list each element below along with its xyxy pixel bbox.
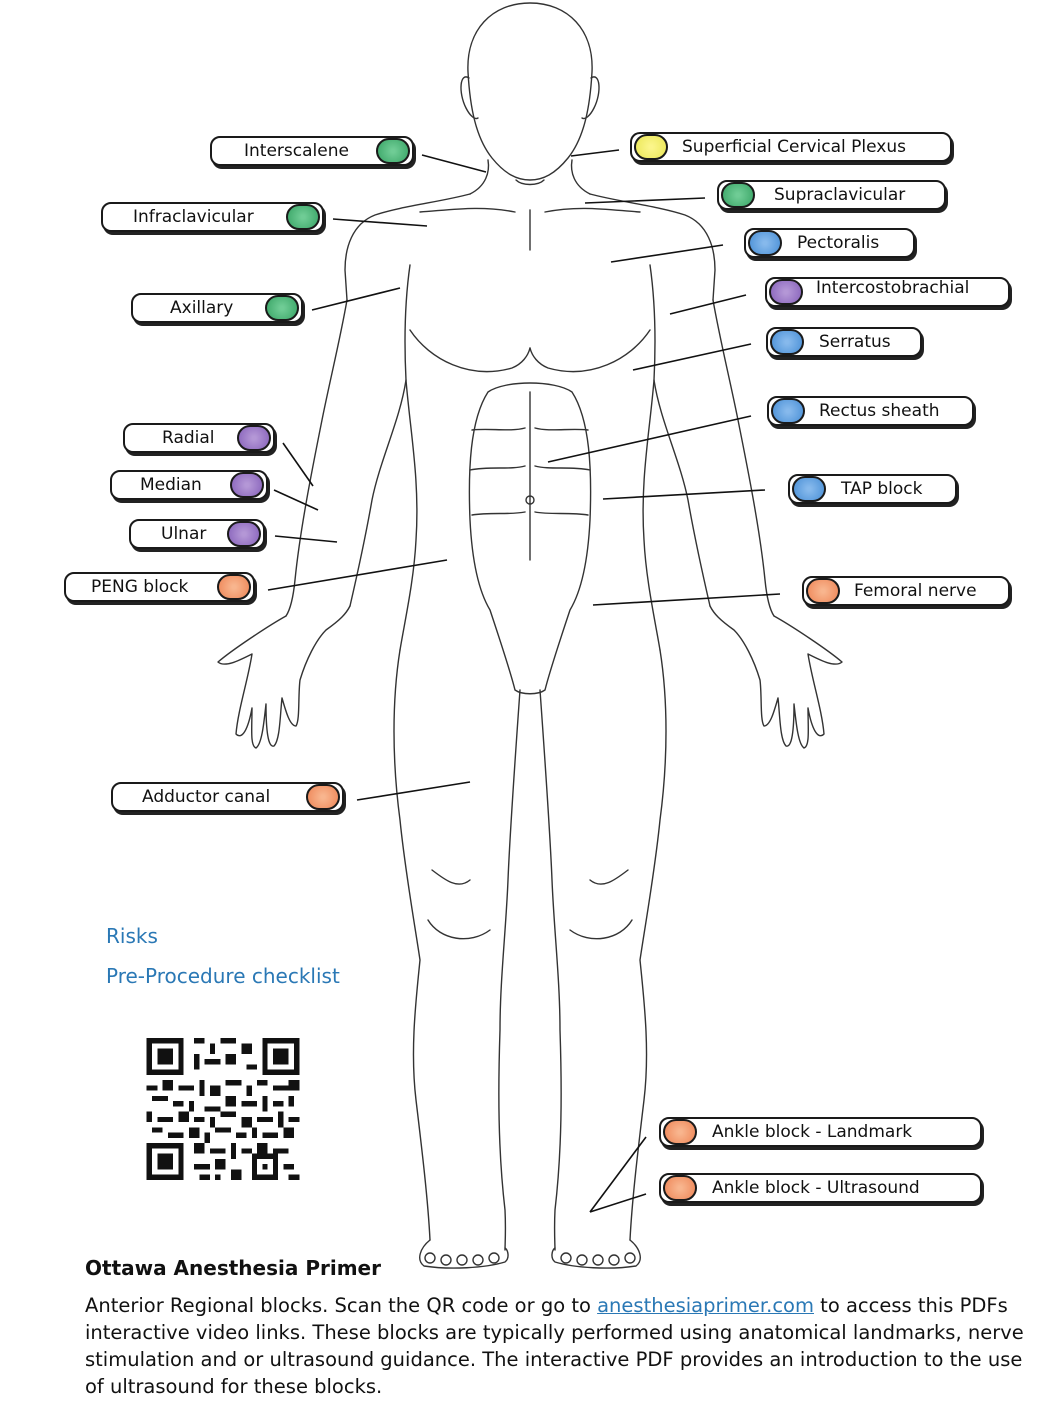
- yellow-marker-icon: [634, 134, 668, 160]
- green-marker-icon: [286, 204, 320, 230]
- label-ulnar[interactable]: Ulnar: [129, 519, 265, 549]
- blue-marker-icon: [770, 329, 804, 355]
- label-text: TAP block: [841, 479, 923, 499]
- label-ankle-block-ultrasound[interactable]: Ankle block - Ultrasound: [659, 1173, 982, 1203]
- label-text: Radial: [162, 428, 215, 448]
- label-text: Serratus: [819, 332, 891, 352]
- label-peng-block[interactable]: PENG block: [64, 572, 255, 602]
- label-ankle-block-landmark[interactable]: Ankle block - Landmark: [659, 1117, 982, 1147]
- label-femoral-nerve[interactable]: Femoral nerve: [802, 576, 1010, 606]
- green-marker-icon: [721, 182, 755, 208]
- label-intercostobrachial[interactable]: Intercostobrachial: [765, 277, 1010, 307]
- label-text: Ankle block - Landmark: [712, 1122, 913, 1142]
- label-text: Adductor canal: [142, 787, 271, 807]
- orange-marker-icon: [306, 784, 340, 810]
- label-median[interactable]: Median: [110, 470, 268, 500]
- orange-marker-icon: [663, 1119, 697, 1145]
- orange-marker-icon: [217, 574, 251, 600]
- risks-link[interactable]: Risks: [106, 924, 158, 948]
- label-text: Femoral nerve: [854, 581, 977, 601]
- pre-procedure-checklist-link[interactable]: Pre-Procedure checklist: [106, 964, 340, 988]
- green-marker-icon: [265, 295, 299, 321]
- label-superficial-cervical-plexus[interactable]: Superficial Cervical Plexus: [630, 132, 952, 162]
- label-pectoralis[interactable]: Pectoralis: [744, 228, 915, 258]
- blue-marker-icon: [748, 230, 782, 256]
- label-text: Supraclavicular: [774, 185, 906, 205]
- label-rectus-sheath[interactable]: Rectus sheath: [767, 396, 974, 426]
- label-interscalene[interactable]: Interscalene: [210, 136, 414, 166]
- label-text: Ulnar: [161, 524, 207, 544]
- orange-marker-icon: [663, 1175, 697, 1201]
- green-marker-icon: [376, 138, 410, 164]
- label-serratus[interactable]: Serratus: [766, 327, 922, 357]
- label-radial[interactable]: Radial: [123, 423, 275, 453]
- label-axillary[interactable]: Axillary: [131, 293, 303, 323]
- orange-marker-icon: [806, 578, 840, 604]
- label-text: Intercostobrachial: [816, 278, 970, 298]
- description-text-end: to access this PDFs interactive video li…: [85, 1294, 1024, 1398]
- label-text: Ankle block - Ultrasound: [712, 1178, 920, 1198]
- description-text-start: Anterior Regional blocks. Scan the QR co…: [85, 1294, 598, 1317]
- label-adductor-canal[interactable]: Adductor canal: [111, 782, 344, 812]
- label-infraclavicular[interactable]: Infraclavicular: [101, 202, 324, 232]
- qr-code: [146, 1038, 300, 1180]
- label-text: PENG block: [91, 577, 189, 597]
- label-text: Infraclavicular: [133, 207, 254, 227]
- label-text: Pectoralis: [797, 233, 880, 253]
- blue-marker-icon: [771, 398, 805, 424]
- label-text: Axillary: [170, 298, 234, 318]
- label-text: Rectus sheath: [819, 401, 940, 421]
- purple-marker-icon: [230, 472, 264, 498]
- label-text: Median: [140, 475, 202, 495]
- description: Anterior Regional blocks. Scan the QR co…: [85, 1292, 1045, 1400]
- label-supraclavicular[interactable]: Supraclavicular: [717, 180, 946, 210]
- label-tap-block[interactable]: TAP block: [788, 474, 957, 504]
- label-text: Interscalene: [244, 141, 349, 161]
- website-link[interactable]: anesthesiaprimer.com: [597, 1294, 814, 1317]
- purple-marker-icon: [237, 425, 271, 451]
- body-outline: [217, 2, 843, 1269]
- purple-marker-icon: [227, 521, 261, 547]
- leader-lines: [267, 149, 781, 1213]
- purple-marker-icon: [769, 279, 803, 305]
- primer-title: Ottawa Anesthesia Primer: [85, 1256, 381, 1280]
- label-text: Superficial Cervical Plexus: [682, 137, 906, 157]
- blue-marker-icon: [792, 476, 826, 502]
